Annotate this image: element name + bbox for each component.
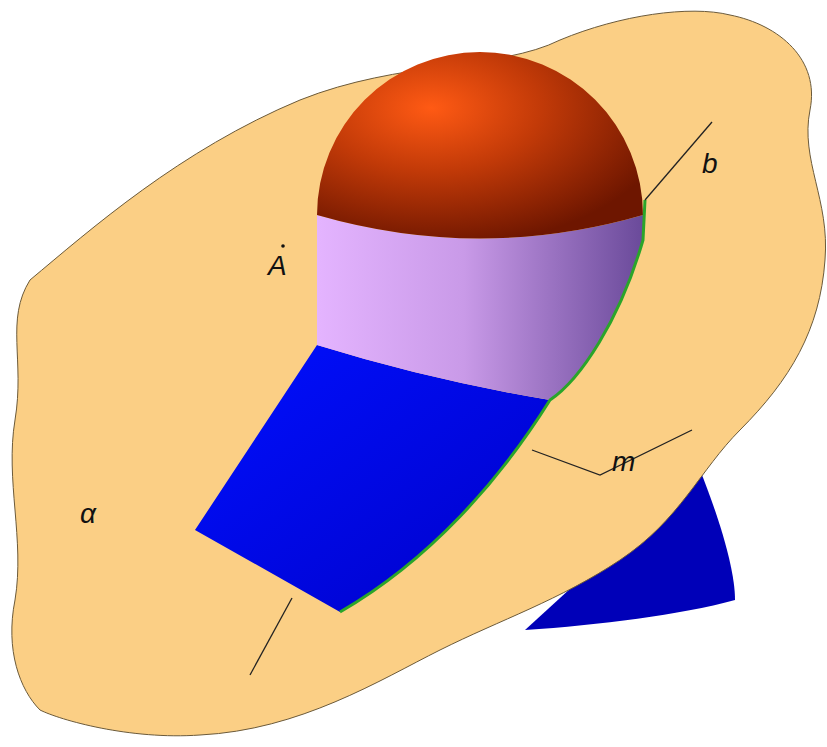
line-label: m xyxy=(612,448,635,476)
line xyxy=(645,122,712,200)
hemisphere xyxy=(317,52,643,238)
point xyxy=(281,244,285,248)
line-label: b xyxy=(702,150,718,178)
section-curve xyxy=(340,200,645,612)
plane xyxy=(12,11,826,736)
leader-line xyxy=(532,430,692,475)
cylinder xyxy=(317,215,643,400)
line xyxy=(250,598,292,675)
point-label: A xyxy=(268,252,287,280)
plane-label: α xyxy=(80,500,96,528)
